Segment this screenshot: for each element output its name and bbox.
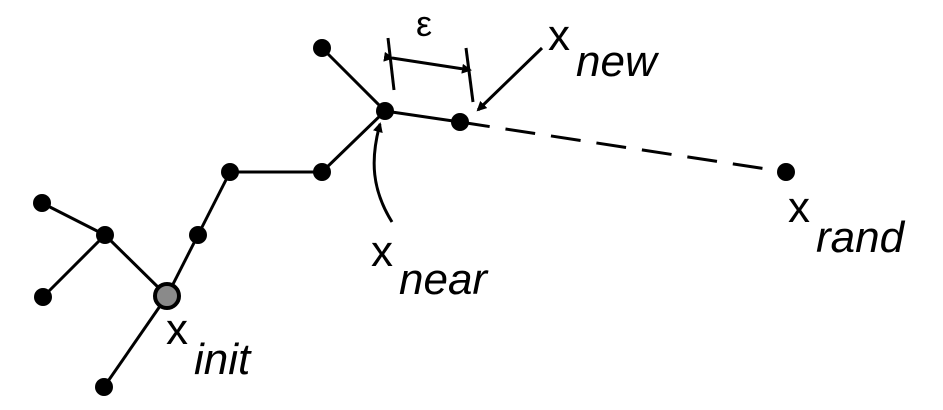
- tree-node: [33, 194, 51, 212]
- x-near-label: xnear: [371, 227, 489, 304]
- edge: [384, 109, 461, 124]
- tree-node: [313, 39, 331, 57]
- edge: [102, 295, 169, 388]
- epsilon-double-arrow: [383, 51, 472, 74]
- tree-nodes: [33, 39, 795, 396]
- x-rand-base: x: [788, 183, 810, 232]
- x-rand-label: xrand: [788, 183, 906, 262]
- x-new-base: x: [548, 11, 570, 60]
- tree-node: [95, 378, 113, 396]
- new-node: [451, 113, 469, 131]
- x-near-base: x: [371, 227, 393, 276]
- x-near-sub: near: [399, 255, 489, 304]
- x-init-label: xinit: [166, 305, 252, 384]
- x-new-label: xnew: [548, 11, 660, 86]
- tree-node: [189, 226, 207, 244]
- epsilon-label: ε: [416, 3, 432, 44]
- rand-node: [777, 163, 795, 181]
- epsilon-dimension: [383, 37, 475, 103]
- init-node: [153, 282, 181, 310]
- x-init-sub: init: [194, 335, 252, 384]
- edge: [41, 233, 107, 299]
- edge: [320, 46, 387, 113]
- x-near-arrow: [372, 122, 394, 223]
- tree-node: [221, 163, 239, 181]
- edge: [103, 233, 169, 298]
- tree-edges: [41, 46, 461, 388]
- edge: [320, 109, 387, 174]
- tree-node: [34, 288, 52, 306]
- tree-node: [96, 226, 114, 244]
- epsilon-tick-right: [464, 47, 475, 103]
- near-node: [376, 102, 394, 120]
- edge: [41, 201, 106, 237]
- x-new-sub: new: [576, 37, 660, 86]
- edge: [196, 171, 232, 236]
- tree-node: [313, 163, 331, 181]
- x-new-arrow: [476, 46, 544, 112]
- epsilon-tick-left: [386, 37, 396, 91]
- extension-dashed-line: [459, 120, 787, 174]
- x-init-base: x: [166, 305, 188, 354]
- x-rand-sub: rand: [816, 213, 906, 262]
